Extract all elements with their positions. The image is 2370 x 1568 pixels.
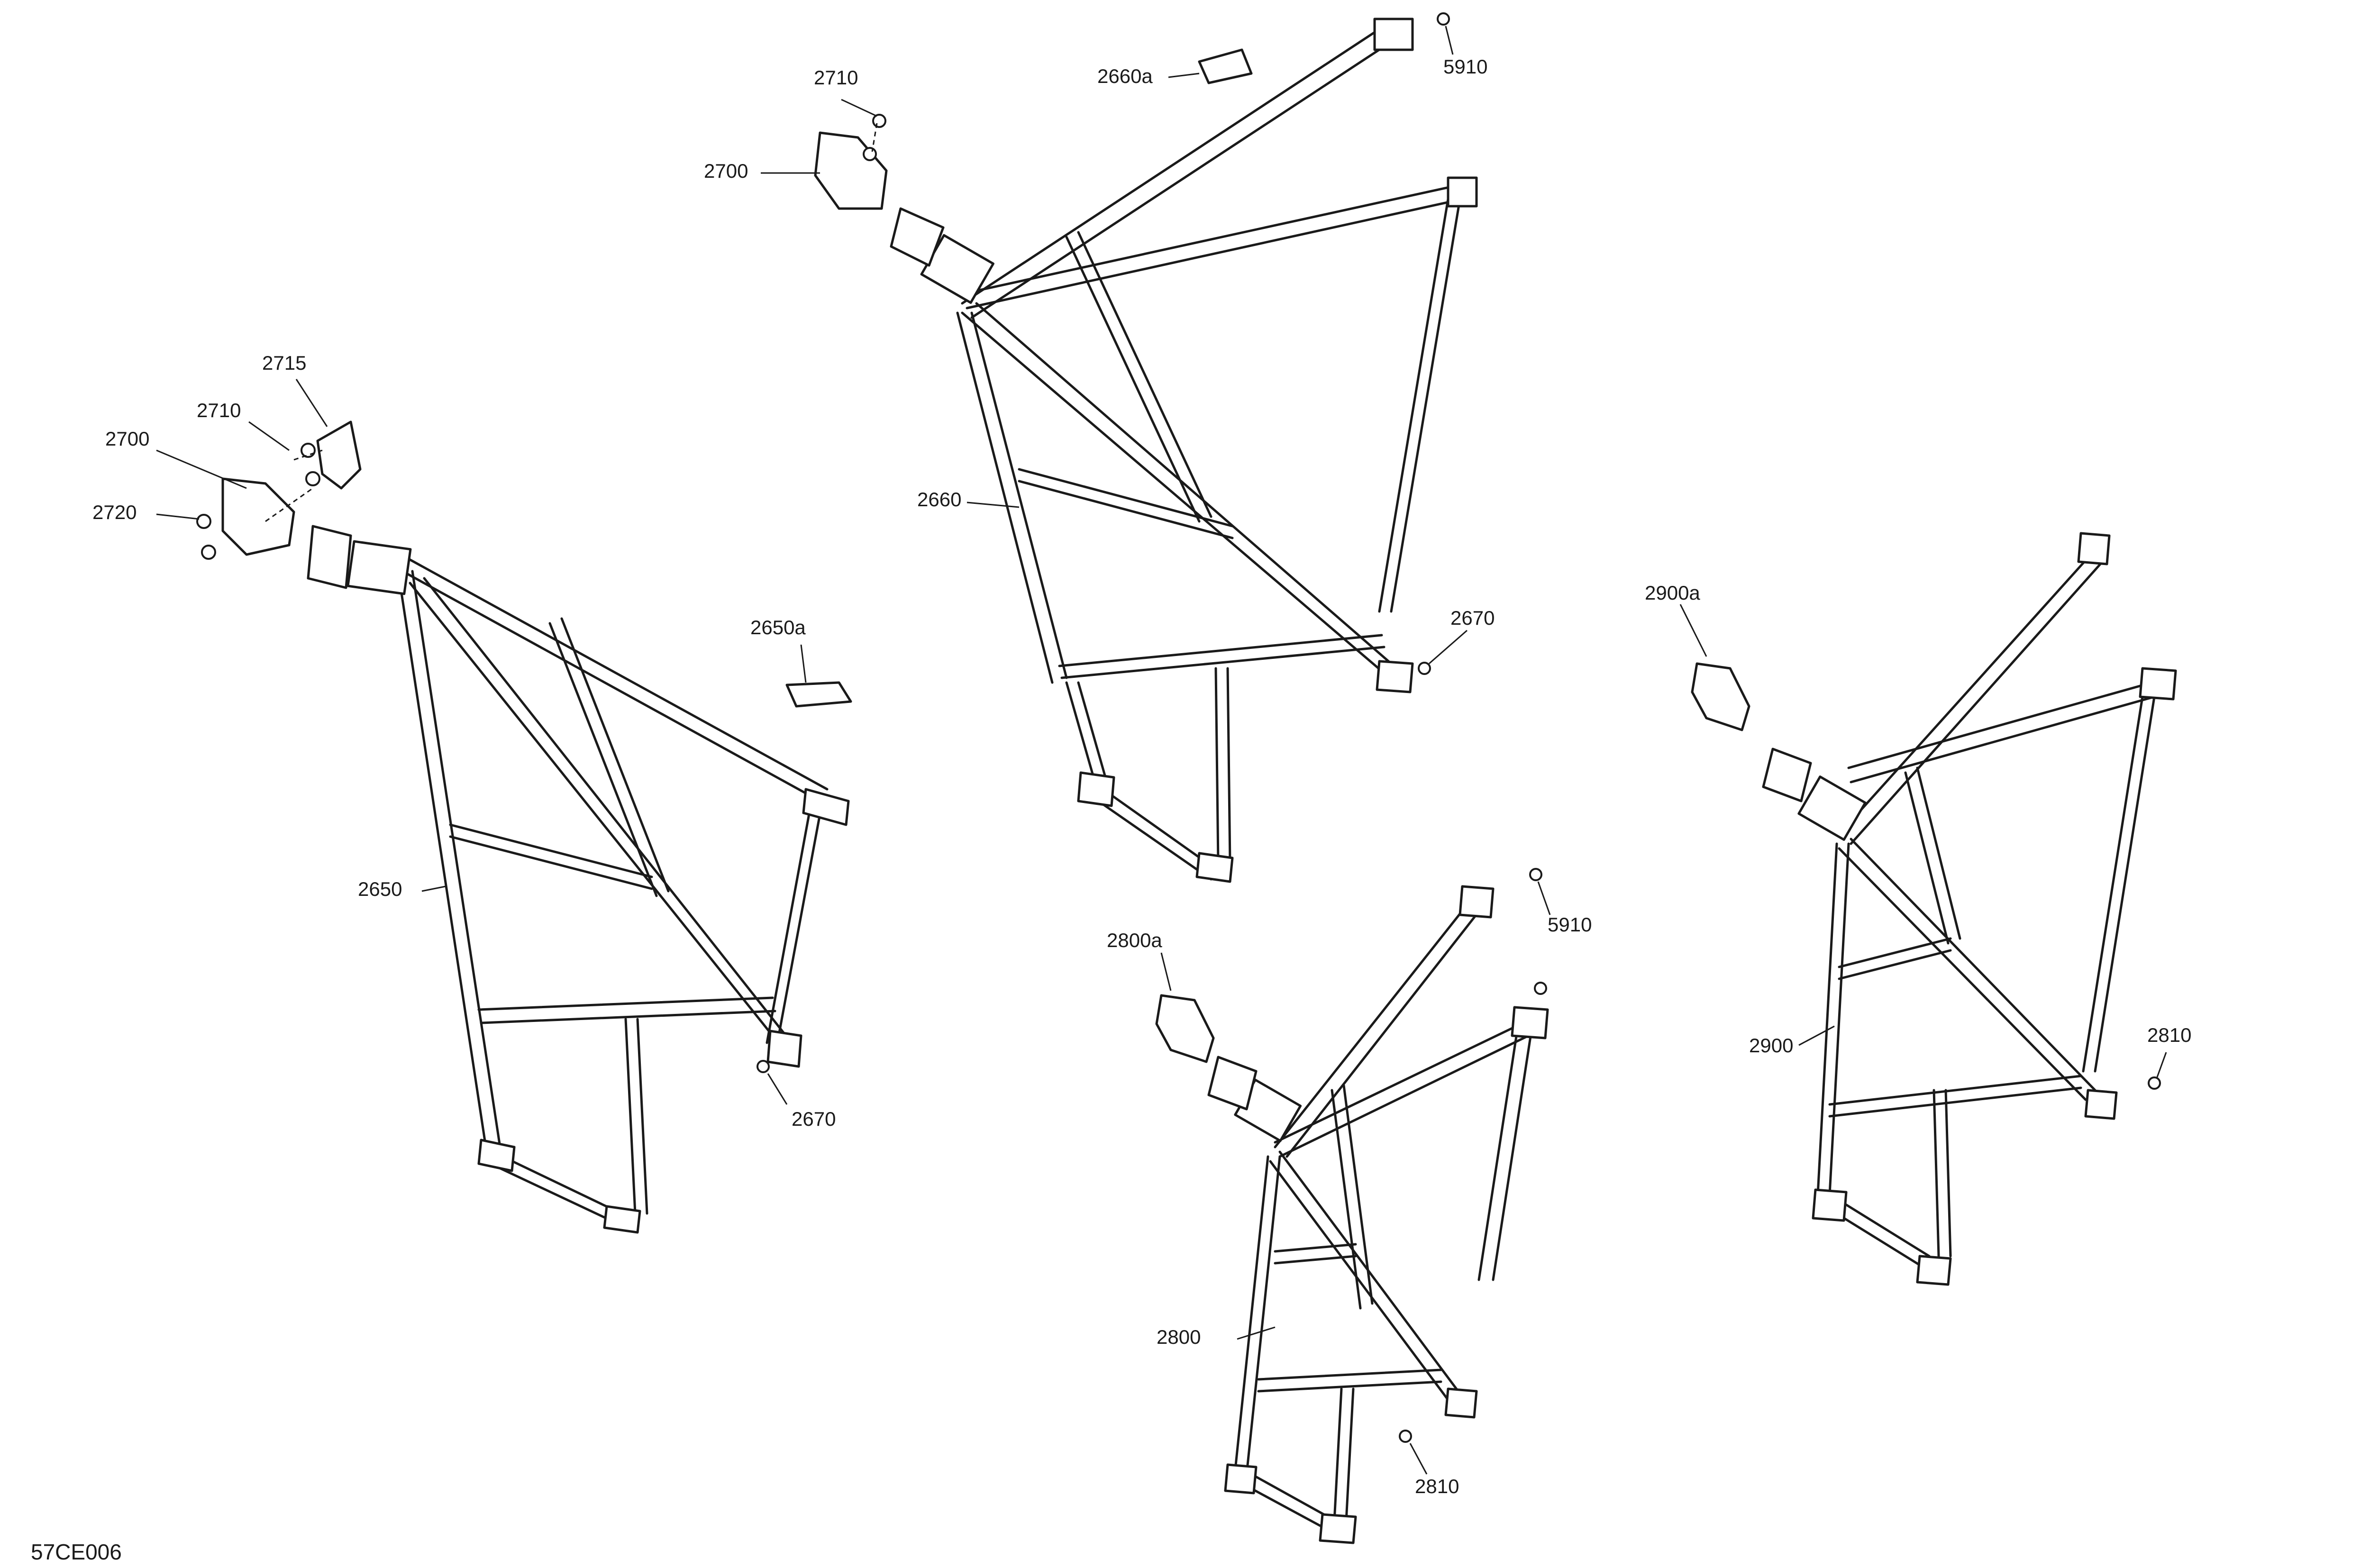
callout-2710-left: 2710: [197, 399, 241, 421]
net-2650: [307, 525, 850, 1234]
screw-2670-top: [1418, 662, 1431, 675]
callout-2900: 2900: [1749, 1034, 1793, 1057]
callout-2800a: 2800a: [1107, 929, 1162, 951]
callout-2700-top: 2700: [704, 160, 748, 182]
screw-2810-bottom: [1399, 1430, 1412, 1443]
hardware-2800a: [1155, 994, 1215, 1063]
callout-2700-left: 2700: [105, 428, 149, 450]
net-2900: [1762, 532, 2177, 1286]
callout-2660: 2660: [917, 488, 961, 511]
callout-2900a: 2900a: [1645, 582, 1700, 604]
net-2800: [1207, 885, 1549, 1544]
screw-5910-top: [1437, 12, 1450, 26]
callout-2660a: 2660a: [1097, 65, 1153, 87]
hardware-2700-left: [196, 420, 362, 560]
screw-5910-mid: [1529, 868, 1542, 881]
clip-2660a: [1198, 48, 1253, 84]
callout-2710-top: 2710: [814, 66, 858, 89]
clip-2650a: [785, 681, 852, 708]
callout-2670-left: 2670: [792, 1108, 836, 1130]
leader-lines: [156, 26, 2167, 1475]
screw-2810-right: [2148, 1076, 2161, 1090]
callout-2810-right: 2810: [2147, 1024, 2191, 1046]
net-2660: [890, 18, 1478, 883]
callout-2810-bottom: 2810: [1415, 1475, 1459, 1497]
callout-2670-top: 2670: [1450, 607, 1495, 629]
callout-2800: 2800: [1157, 1326, 1201, 1348]
callout-5910-mid: 5910: [1548, 913, 1592, 936]
screw-5910-mid-b: [1534, 982, 1547, 995]
callout-2715: 2715: [262, 352, 306, 374]
callout-5910-top: 5910: [1443, 55, 1487, 78]
hardware-2700-top: [814, 114, 888, 210]
callout-2650a: 2650a: [750, 616, 806, 638]
callout-2720: 2720: [92, 501, 137, 523]
figure-id: 57CE006: [31, 1540, 122, 1564]
callout-2650: 2650: [358, 878, 402, 900]
hardware-2900a: [1691, 662, 1750, 731]
screw-2670-left: [757, 1060, 770, 1073]
